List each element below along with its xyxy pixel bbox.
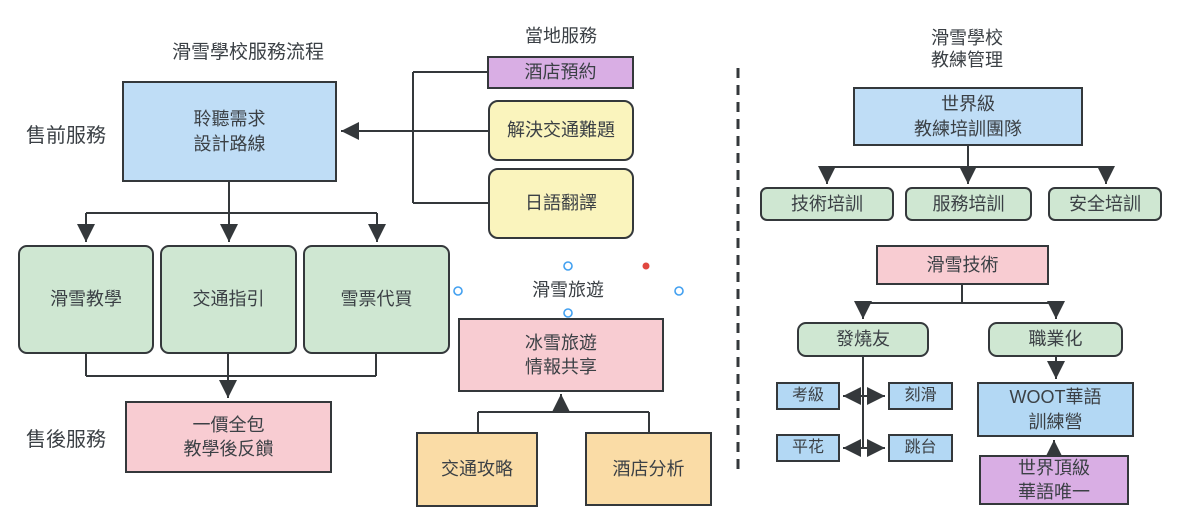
node-hotel-booking[interactable]: 酒店預約: [487, 56, 634, 89]
node-world-class-team[interactable]: 世界級 教練培訓團隊: [853, 87, 1083, 146]
node-service-training[interactable]: 服務培訓: [905, 187, 1032, 221]
node-solve-traffic[interactable]: 解決交通難題: [488, 100, 634, 161]
node-grading[interactable]: 考級: [776, 382, 840, 410]
aftersale-stage-label[interactable]: 售後服務: [26, 429, 106, 451]
selection-handle[interactable]: [674, 286, 684, 296]
node-hotel-analysis[interactable]: 酒店分析: [585, 432, 712, 506]
node-traffic-guide[interactable]: 交通指引: [160, 245, 297, 354]
coach-mgmt-title[interactable]: 滑雪學校 教練管理: [931, 28, 1003, 70]
left-flow-title[interactable]: 滑雪學校服務流程: [171, 42, 324, 63]
selection-handle[interactable]: [563, 261, 573, 271]
node-ticket-purchase[interactable]: 雪票代買: [303, 245, 450, 354]
ski-travel-title[interactable]: 滑雪旅遊: [532, 280, 604, 300]
node-jump[interactable]: 跳台: [888, 434, 953, 462]
node-professional[interactable]: 職業化: [988, 322, 1123, 357]
local-services-title[interactable]: 當地服務: [525, 26, 597, 46]
connector-lines: [77, 71, 1115, 458]
node-world-top-badge[interactable]: 世界頂級 華語唯一: [979, 455, 1129, 505]
node-safety-training[interactable]: 安全培訓: [1048, 187, 1162, 221]
selection-handle[interactable]: [563, 308, 573, 318]
node-snow-travel-info[interactable]: 冰雪旅遊 情報共享: [458, 318, 664, 392]
selection-handle[interactable]: [453, 286, 463, 296]
node-ski-skill[interactable]: 滑雪技術: [876, 245, 1049, 285]
node-enthusiast[interactable]: 發燒友: [797, 322, 929, 357]
node-carving[interactable]: 刻滑: [888, 382, 953, 410]
node-traffic-strategy[interactable]: 交通攻略: [416, 432, 538, 507]
node-japanese-translation[interactable]: 日語翻譯: [488, 168, 634, 239]
node-listen-design[interactable]: 聆聽需求 設計路線: [122, 81, 337, 182]
red-point-handle[interactable]: [642, 262, 650, 270]
node-tech-training[interactable]: 技術培訓: [760, 187, 894, 221]
presale-stage-label[interactable]: 售前服務: [26, 125, 106, 147]
node-all-inclusive-feedback[interactable]: 一價全包 教學後反饋: [125, 401, 332, 473]
node-flatland[interactable]: 平花: [776, 434, 840, 462]
node-ski-teaching[interactable]: 滑雪教學: [18, 245, 154, 354]
node-woot-camp[interactable]: WOOT華語 訓練營: [977, 382, 1134, 437]
